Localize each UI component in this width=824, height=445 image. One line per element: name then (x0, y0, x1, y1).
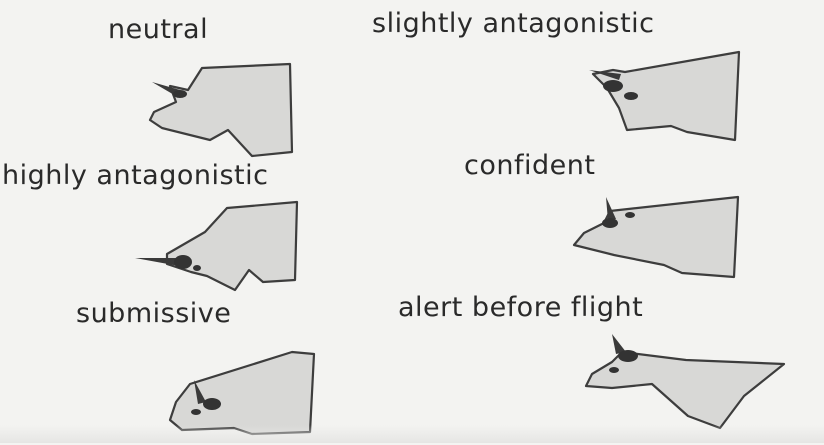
label-submissive: submissive (76, 298, 231, 329)
head-alert-before-flight (582, 330, 787, 440)
head-highly-antagonistic (135, 198, 305, 298)
label-alert-before-flight: alert before flight (398, 292, 643, 323)
label-slightly-antagonistic: slightly antagonistic (372, 8, 655, 39)
page-bottom-edge (0, 425, 824, 443)
head-slightly-antagonistic (585, 48, 745, 148)
head-neutral (140, 60, 300, 160)
label-confident: confident (464, 150, 595, 181)
label-highly-antagonistic: highly antagonistic (2, 160, 269, 191)
head-confident (570, 193, 745, 293)
label-neutral: neutral (108, 14, 208, 45)
